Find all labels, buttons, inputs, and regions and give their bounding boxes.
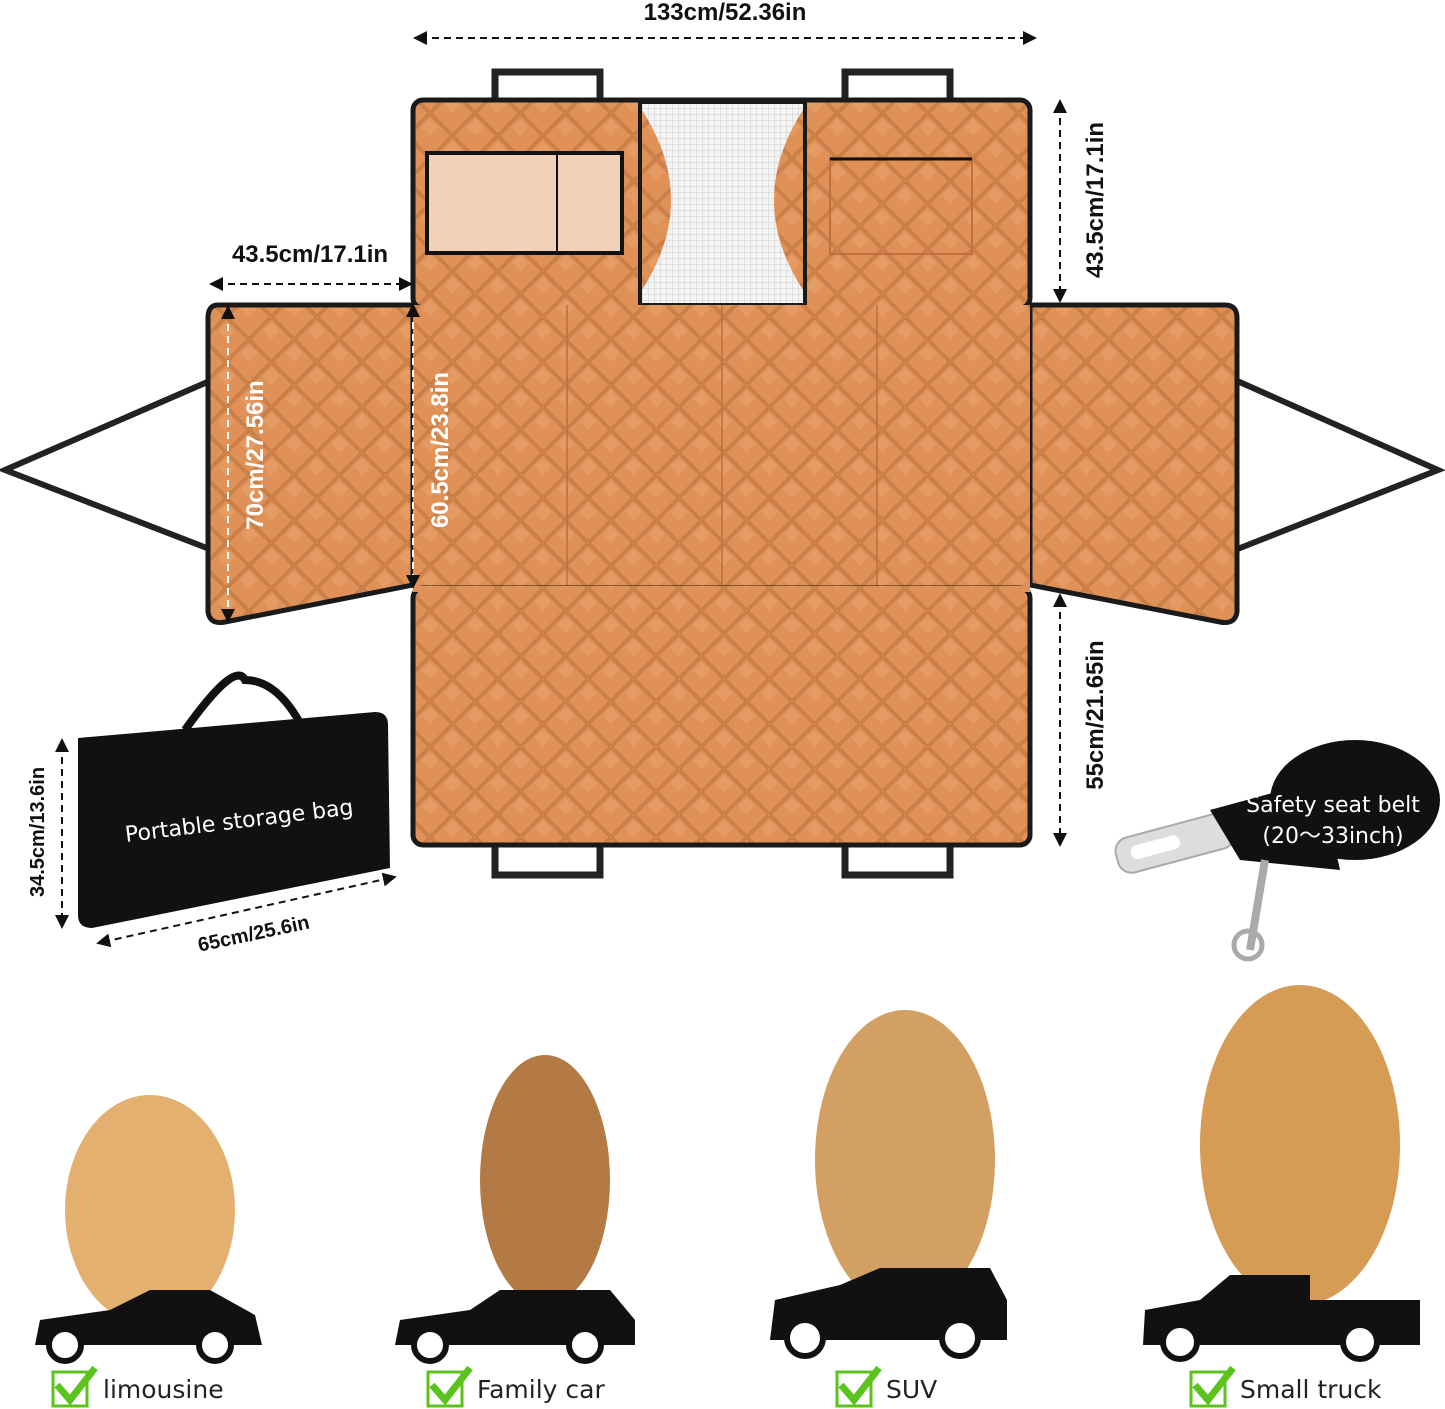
headrest-straps (491, 68, 954, 879)
seat-cover (0, 68, 1445, 879)
check-icon (51, 1365, 98, 1408)
check-icon (1189, 1365, 1236, 1408)
vehicle-suv (770, 1010, 1007, 1359)
dog-image (480, 1055, 610, 1305)
side-flap-width-label: 43.5cm/17.1in (232, 241, 388, 268)
side-flap-left (205, 302, 416, 625)
vehicle-name: Small truck (1240, 1375, 1382, 1404)
backrest-height-label: 43.5cm/17.1in (1082, 122, 1109, 278)
dog-image (815, 1010, 995, 1310)
seat-depth-label: 60.5cm/23.8in (427, 372, 454, 528)
vehicle-name: SUV (886, 1375, 937, 1404)
storage-bag: Portable storage bag (78, 671, 390, 928)
front-panel (410, 585, 1033, 848)
vehicle-family-car (395, 1055, 635, 1364)
side-strap-left (0, 377, 214, 553)
vehicle-name: limousine (103, 1375, 224, 1404)
vehicle-name: Family car (477, 1375, 605, 1404)
side-flap-right (1027, 302, 1240, 625)
storage-pocket (829, 157, 973, 255)
dog-image (65, 1095, 235, 1325)
seat-belt-range: (20～33inch) (1262, 824, 1403, 849)
total-width-label: 133cm/52.36in (644, 0, 807, 26)
clear-pocket (425, 151, 624, 255)
vehicle-limousine (35, 1095, 262, 1364)
vehicle-label-4: Small truck (1189, 1365, 1382, 1408)
vehicle-label-1: limousine (51, 1365, 224, 1408)
seat-belt-label: Safety seat belt (1246, 793, 1420, 818)
dimension-lines (55, 31, 1067, 948)
side-strap-right (1233, 377, 1445, 553)
side-flap-height-label: 70cm/27.56in (242, 380, 269, 529)
dog-image (1200, 985, 1400, 1305)
seat-belt: Safety seat belt (20～33inch) (1114, 740, 1440, 962)
vehicle-label-3: SUV (835, 1365, 937, 1408)
vehicle-label-2: Family car (426, 1365, 605, 1408)
front-panel-height-label: 55cm/21.65in (1082, 640, 1109, 789)
bag-height-label: 34.5cm/13.6in (27, 767, 49, 897)
vehicle-small-truck (1143, 985, 1420, 1362)
check-icon (426, 1365, 473, 1408)
check-icon (835, 1365, 882, 1408)
